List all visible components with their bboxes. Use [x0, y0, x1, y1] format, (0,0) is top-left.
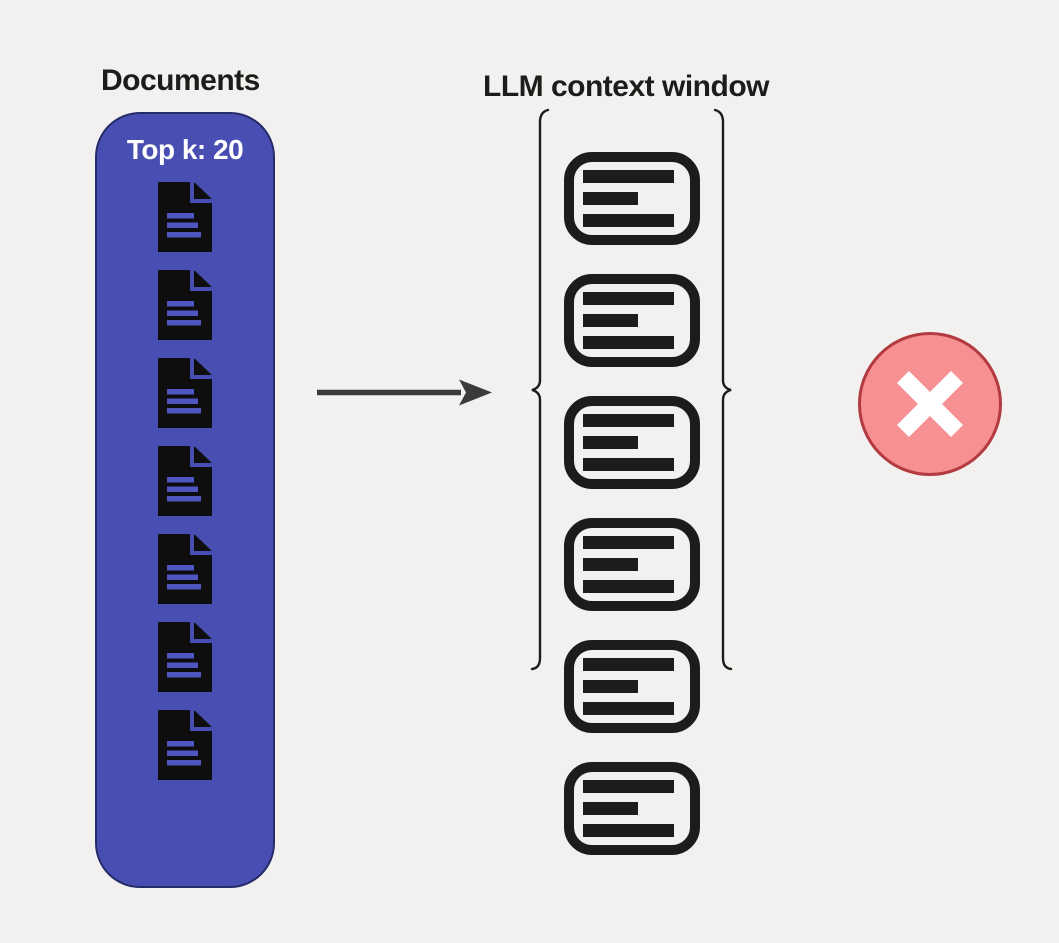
document-icon — [158, 182, 212, 252]
card-text-line — [583, 314, 638, 327]
document-icon — [158, 622, 212, 692]
context-card-icon — [564, 640, 700, 733]
error-circle — [858, 332, 1002, 476]
document-icon — [158, 270, 212, 340]
brace-left — [530, 108, 550, 671]
card-text-line — [583, 436, 638, 449]
card-text-line — [583, 458, 674, 471]
context-card-icon — [564, 152, 700, 245]
card-text-line — [583, 802, 638, 815]
context-window-brace — [530, 108, 733, 671]
document-icon — [158, 446, 212, 516]
context-cards-stack — [564, 152, 700, 855]
context-card-icon — [564, 396, 700, 489]
x-mark-icon — [896, 370, 964, 438]
documents-panel: Top k: 20 — [95, 112, 275, 888]
card-text-line — [583, 292, 674, 305]
card-text-line — [583, 170, 674, 183]
card-text-line — [583, 702, 674, 715]
document-icon — [158, 534, 212, 604]
card-text-line — [583, 192, 638, 205]
context-card-icon — [564, 274, 700, 367]
context-card-icon — [564, 762, 700, 855]
card-text-line — [583, 536, 674, 549]
card-text-line — [583, 580, 674, 593]
card-text-line — [583, 680, 638, 693]
documents-title: Documents — [101, 64, 260, 97]
card-text-line — [583, 824, 674, 837]
card-text-line — [583, 780, 674, 793]
document-icons-stack — [158, 182, 212, 780]
context-card-icon — [564, 518, 700, 611]
card-text-line — [583, 558, 638, 571]
card-text-line — [583, 214, 674, 227]
document-icon — [158, 710, 212, 780]
card-text-line — [583, 336, 674, 349]
arrow-head-icon — [459, 379, 492, 406]
flow-arrow — [317, 379, 492, 406]
card-text-line — [583, 658, 674, 671]
brace-right — [713, 108, 733, 671]
card-text-line — [583, 414, 674, 427]
document-icon — [158, 358, 212, 428]
top-k-label: Top k: 20 — [126, 134, 244, 165]
context-window-title: LLM context window — [483, 70, 769, 103]
